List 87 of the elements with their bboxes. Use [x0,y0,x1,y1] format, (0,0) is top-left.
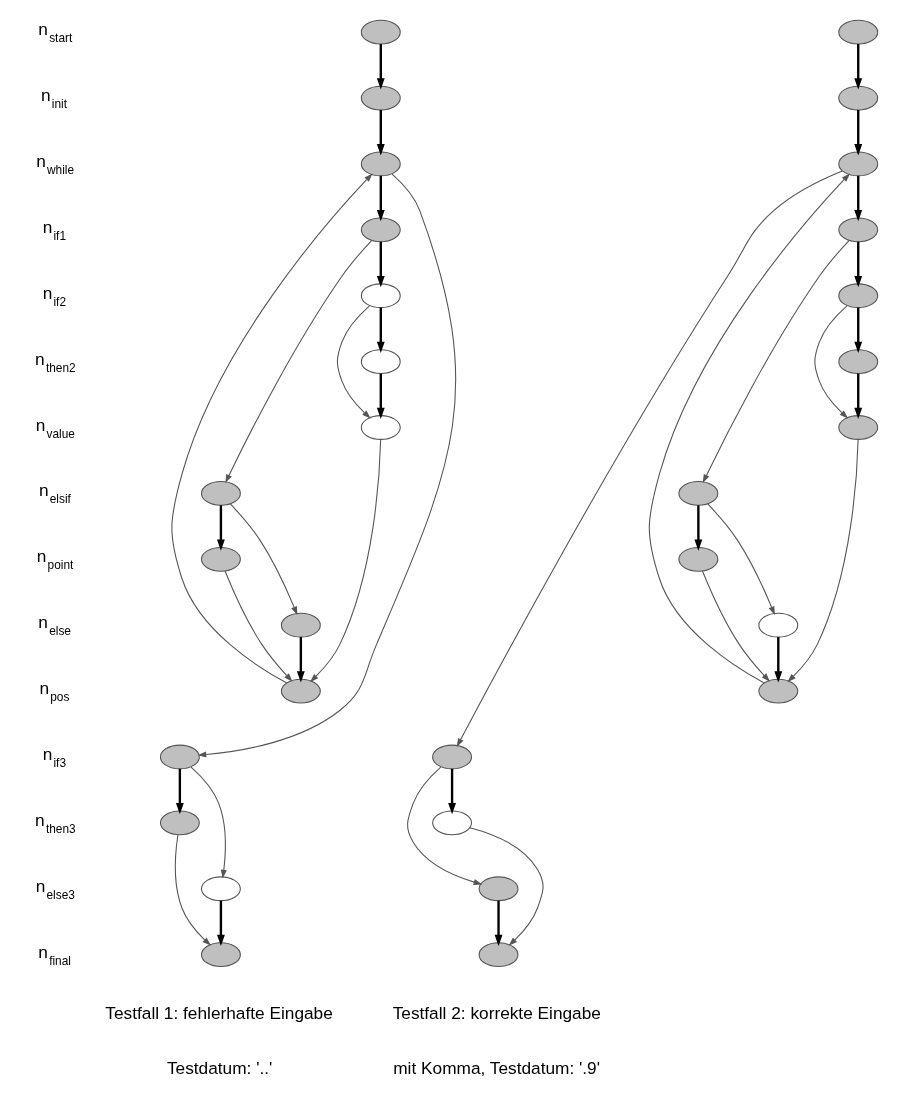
label: Testfall 1: fehlerhafte Eingabe [104,1003,333,1024]
label: n$_{then2}$ [34,348,76,375]
label: n$_{if3}$ [42,744,66,770]
label: Testdatum: '..' [166,1058,272,1079]
arrow [693,505,702,551]
node-ellipse [431,810,472,836]
label: n$_{if2}$ [42,282,66,309]
node-ellipse [431,744,472,770]
label: n$_{then3}$ [34,809,76,836]
node-ellipse [837,85,878,111]
node-ellipse [280,612,321,638]
node-ellipse [478,942,518,968]
node-ellipse [837,349,878,375]
node-ellipse [837,151,878,177]
label: n$_{if1}$ [42,216,66,243]
node-ellipse [677,546,718,572]
arrow [853,44,862,90]
node-ellipse [360,85,401,111]
node-ellipse [159,810,200,836]
arrow [376,241,385,288]
arrow [853,373,862,419]
arrow [853,109,862,156]
node-ellipse [677,481,718,506]
arrow [170,173,373,684]
arrow [175,768,184,815]
arrow [406,766,482,885]
arrow [773,637,782,683]
arrow [376,44,385,90]
node-ellipse [280,678,321,704]
arrow [706,503,775,616]
arrow [229,503,297,616]
node-ellipse [360,349,401,375]
label: n$_{else3}$ [35,875,75,902]
node-ellipse [837,415,878,440]
arrow [296,637,305,683]
arrow [702,240,850,484]
label: n$_{final}$ [37,941,71,968]
label: n$_{pos}$ [38,678,69,705]
node-ellipse [837,217,878,243]
label: n$_{value}$ [35,414,75,441]
arrow [813,305,848,419]
label: n$_{point}$ [36,546,73,573]
arrow [456,170,843,747]
arrow [216,900,225,947]
arrow [648,173,850,684]
label: n$_{while}$ [35,150,74,177]
arrow [197,173,456,758]
node-ellipse [200,546,241,572]
label: Testfall 2: korrekte Eingabe [392,1003,601,1024]
arrow [216,505,225,551]
node-ellipse [200,481,241,506]
node-ellipse [757,678,798,704]
arrow [447,768,456,815]
node-ellipse [478,876,518,902]
node-ellipse [360,151,401,177]
arrow [494,900,502,947]
node-ellipse [757,612,798,638]
arrow [309,439,381,683]
arrow [376,307,385,354]
arrow [174,834,211,946]
label: n$_{init}$ [40,85,67,112]
node-ellipse [837,19,878,45]
node-ellipse [360,217,401,243]
node-ellipse [159,744,200,770]
arrow [376,175,385,222]
node-ellipse [360,415,401,440]
arrow [701,570,770,682]
node-ellipse [837,283,878,309]
label: n$_{start}$ [37,19,72,46]
label: mit Komma, Testdatum: '.9' [392,1058,600,1079]
arrow [786,439,859,683]
arrow [376,373,385,419]
arrow [224,240,372,484]
node-ellipse [200,876,241,902]
arrow [853,307,862,354]
arrow [376,109,385,156]
arrow [190,766,227,879]
arrow [853,175,862,222]
node-ellipse [360,283,401,309]
arrow [468,827,544,946]
label: n$_{else}$ [37,612,71,639]
node-ellipse [360,19,401,45]
label: n$_{elsif}$ [38,480,71,507]
arrow [336,305,371,419]
arrow [224,570,293,682]
arrow [853,241,862,288]
node-ellipse [200,942,241,968]
